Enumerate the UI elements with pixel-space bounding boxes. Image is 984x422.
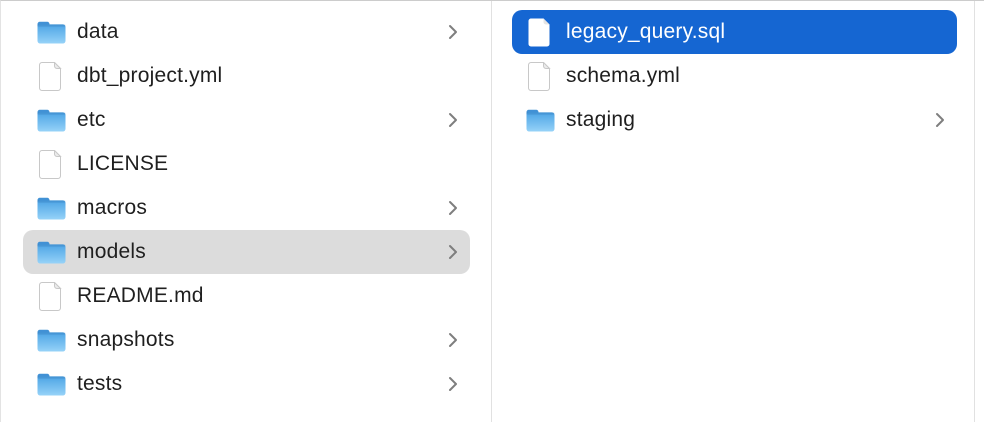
finder-empty-column [975,1,984,422]
file-row-dbt-project-yml[interactable]: dbt_project.yml [23,54,470,98]
file-row-legacy-query-sql[interactable]: legacy_query.sql [512,10,957,54]
item-label: legacy_query.sql [566,20,726,43]
chevron-right-icon [448,24,458,40]
folder-icon [36,369,66,399]
folder-icon [525,105,555,135]
folder-icon [36,105,66,135]
folder-icon [36,325,66,355]
folder-row-staging[interactable]: staging [512,98,957,142]
item-label: schema.yml [566,64,681,87]
item-label: models [77,240,146,263]
item-label: macros [77,196,148,219]
chevron-right-icon [448,376,458,392]
file-icon [525,61,555,91]
folder-row-snapshots[interactable]: snapshots [23,318,470,362]
item-label: staging [566,108,636,131]
item-label: dbt_project.yml [77,64,223,87]
item-label: data [77,20,119,43]
folder-icon [36,193,66,223]
folder-row-tests[interactable]: tests [23,362,470,406]
file-row-license[interactable]: LICENSE [23,142,470,186]
chevron-right-icon [448,244,458,260]
item-label: tests [77,372,123,395]
folder-row-models[interactable]: models [23,230,470,274]
item-label: etc [77,108,106,131]
file-icon [36,281,66,311]
item-label: README.md [77,284,204,307]
file-row-schema-yml[interactable]: schema.yml [512,54,957,98]
file-icon [525,17,555,47]
file-icon [36,61,66,91]
folder-row-data[interactable]: data [23,10,470,54]
folder-row-macros[interactable]: macros [23,186,470,230]
chevron-right-icon [448,332,458,348]
file-icon [36,149,66,179]
item-label: snapshots [77,328,175,351]
chevron-right-icon [448,200,458,216]
chevron-right-icon [448,112,458,128]
file-row-readme-md[interactable]: README.md [23,274,470,318]
item-label: LICENSE [77,152,169,175]
chevron-right-icon [935,112,945,128]
folder-icon [36,237,66,267]
folder-icon [36,17,66,47]
finder-column-2: legacy_query.sql schema.yml staging [492,1,975,422]
folder-row-etc[interactable]: etc [23,98,470,142]
